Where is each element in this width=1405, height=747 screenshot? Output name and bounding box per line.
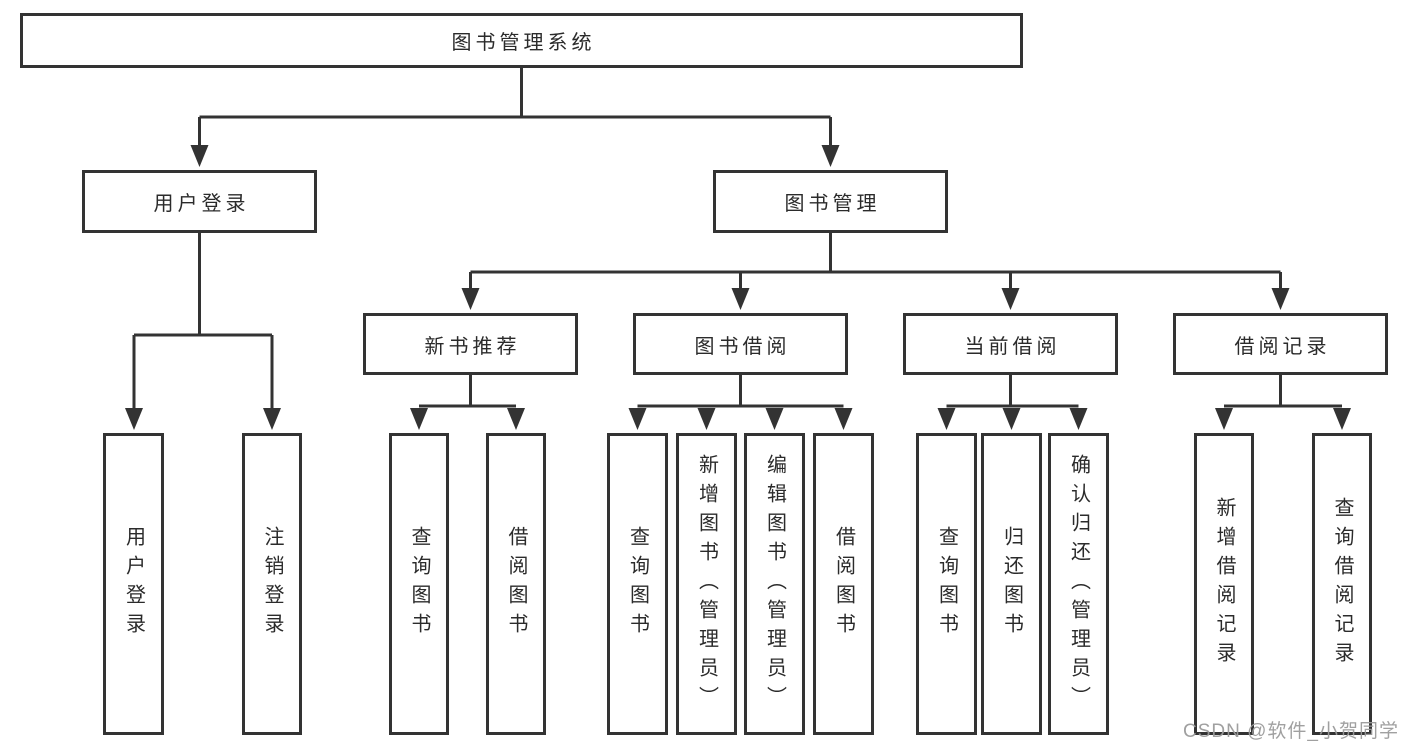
leaf-cb-return-books-label: 归还图书: [1000, 526, 1023, 642]
leaf-br-add-record-label: 新增借阅记录: [1213, 497, 1235, 671]
leaf-bb-query-books-label: 查询图书: [626, 526, 649, 642]
leaf-br-query-record: 查询借阅记录: [1312, 433, 1372, 735]
leaf-nbr-borrow-books: 借阅图书: [486, 433, 546, 735]
leaf-bb-edit-books-admin: 编辑图书（管理员）: [744, 433, 805, 735]
leaf-user-login-label: 用户登录: [122, 526, 145, 642]
node-borrowing-records-label: 借阅记录: [1234, 335, 1331, 358]
leaf-nbr-query-books: 查询图书: [389, 433, 449, 735]
leaf-cb-return-books: 归还图书: [981, 433, 1042, 735]
leaf-nbr-borrow-books-label: 借阅图书: [505, 526, 527, 642]
leaf-logout-label: 注销登录: [261, 526, 283, 642]
leaf-cb-confirm-return-admin: 确认归还（管理员）: [1048, 433, 1109, 735]
leaf-br-query-record-label: 查询借阅记录: [1331, 497, 1353, 671]
node-new-book-recommendation-label: 新书推荐: [424, 335, 521, 358]
leaf-user-login: 用户登录: [103, 433, 164, 735]
leaf-logout: 注销登录: [242, 433, 302, 735]
leaf-bb-add-books-admin-label: 新增图书（管理员）: [695, 453, 718, 715]
leaf-cb-query-books: 查询图书: [916, 433, 977, 735]
node-book-management: 图书管理: [713, 170, 948, 233]
leaf-br-add-record: 新增借阅记录: [1194, 433, 1254, 735]
leaf-nbr-query-books-label: 查询图书: [408, 526, 430, 642]
watermark: CSDN @软件_小贺同学: [1183, 721, 1399, 742]
node-book-management-label: 图书管理: [784, 193, 881, 215]
leaf-bb-borrow-books: 借阅图书: [813, 433, 874, 735]
node-user-login: 用户登录: [82, 170, 317, 233]
leaf-cb-confirm-return-admin-label: 确认归还（管理员）: [1067, 453, 1090, 715]
node-new-book-recommendation: 新书推荐: [363, 313, 578, 375]
node-book-borrowing-label: 图书借阅: [694, 335, 791, 358]
node-book-borrowing: 图书借阅: [633, 313, 848, 375]
leaf-bb-query-books: 查询图书: [607, 433, 668, 735]
node-root-label: 图书管理系统: [451, 32, 596, 54]
node-root: 图书管理系统: [20, 13, 1023, 68]
leaf-bb-add-books-admin: 新增图书（管理员）: [676, 433, 737, 735]
leaf-cb-query-books-label: 查询图书: [935, 526, 958, 642]
node-current-borrowing: 当前借阅: [903, 313, 1118, 375]
leaf-bb-borrow-books-label: 借阅图书: [832, 526, 855, 642]
leaf-bb-edit-books-admin-label: 编辑图书（管理员）: [763, 453, 786, 715]
node-borrowing-records: 借阅记录: [1173, 313, 1388, 375]
node-current-borrowing-label: 当前借阅: [964, 335, 1061, 358]
node-user-login-label: 用户登录: [153, 193, 250, 215]
